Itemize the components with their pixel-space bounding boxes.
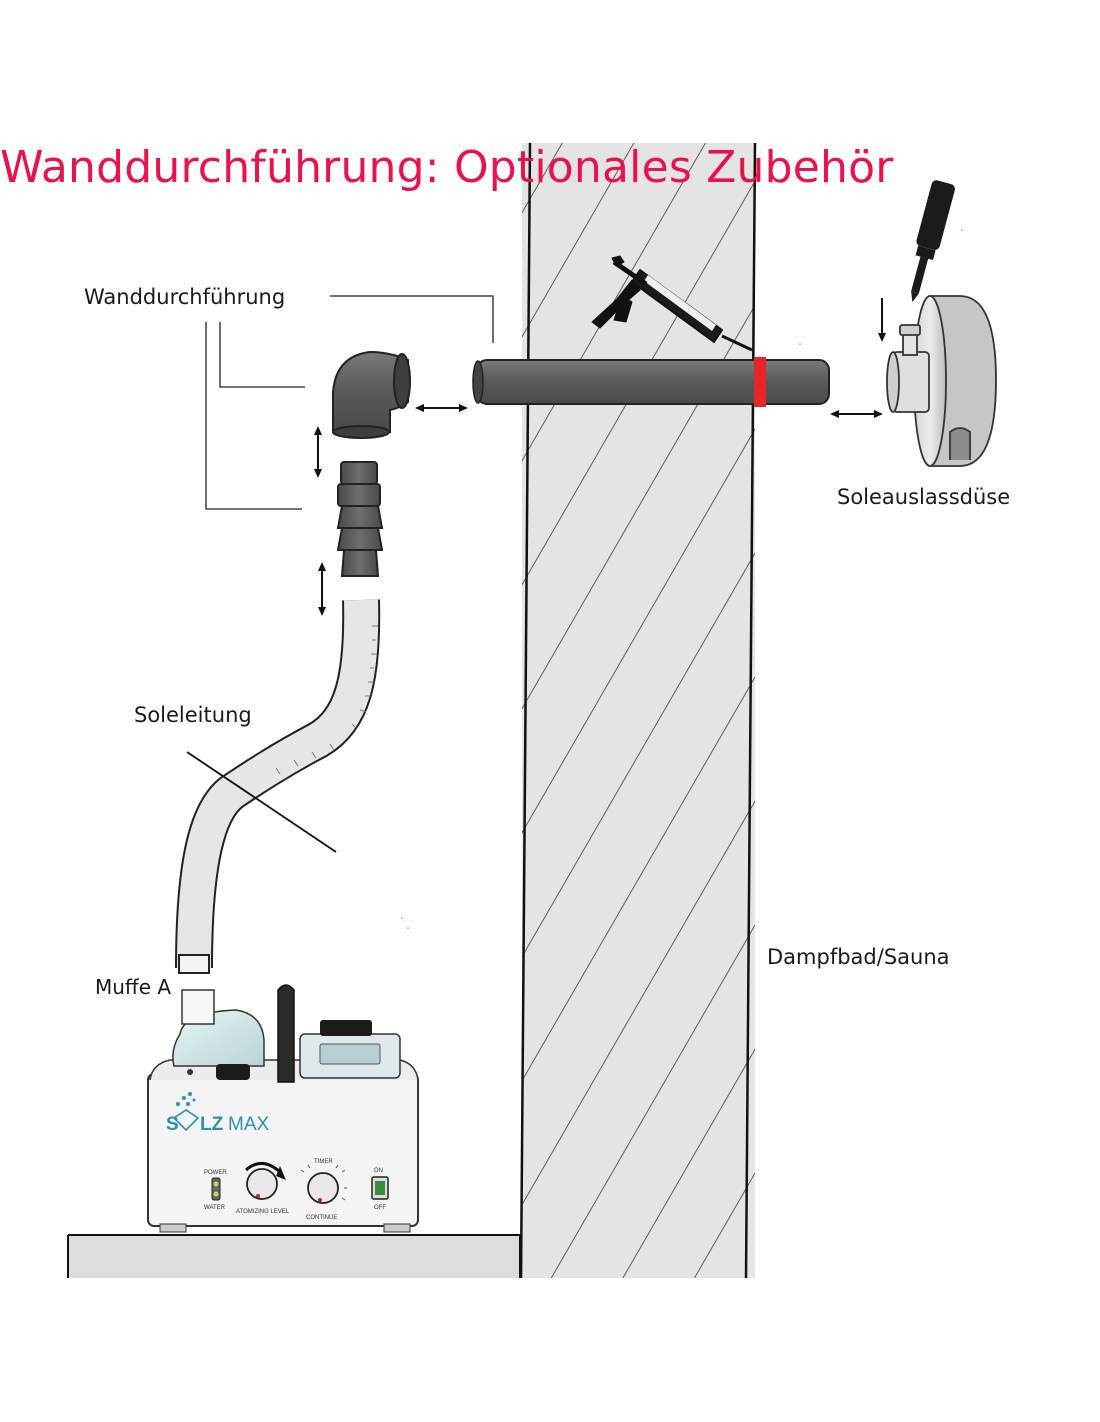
elbow-fitting xyxy=(332,350,411,439)
sleeve-a xyxy=(178,954,210,974)
label-wall-passthrough: Wanddurchführung xyxy=(84,285,286,309)
solzmax-device: S LZ MAX POWER WATER ATOMIZING LEVEL TIM… xyxy=(147,984,419,1233)
label-nozzle: Soleauslassdüse xyxy=(837,485,1011,509)
label-brine-line: Soleleitung xyxy=(134,703,252,727)
connection-arrows xyxy=(314,404,883,616)
hose-ticks xyxy=(275,625,378,775)
water-led-icon xyxy=(213,1191,219,1197)
power-led-icon xyxy=(213,1181,219,1187)
water-label: WATER xyxy=(204,1205,226,1211)
caulking-gun-icon xyxy=(591,255,753,352)
continue-label: CONTINUE xyxy=(306,1215,337,1221)
power-label: POWER xyxy=(204,1170,227,1176)
label-room: Dampfbad/Sauna xyxy=(767,945,950,969)
brand-logo-icon xyxy=(176,1092,196,1106)
brand-crystal-icon xyxy=(172,1109,200,1132)
screwdriver-icon xyxy=(911,180,955,303)
brand-prefix: S xyxy=(166,1114,179,1135)
atomizing-label: ATOMIZING LEVEL xyxy=(236,1209,290,1215)
wall-pipe xyxy=(472,357,830,407)
timer-knob-icon xyxy=(307,1172,339,1204)
hose-connector xyxy=(336,461,384,577)
brand-middle: LZ xyxy=(200,1114,224,1135)
on-label: ON xyxy=(374,1168,383,1174)
timer-label: TIMER xyxy=(314,1159,333,1165)
table xyxy=(67,1234,521,1278)
red-seal-ring xyxy=(754,357,766,407)
off-label: OFF xyxy=(374,1205,386,1211)
brand-suffix: MAX xyxy=(228,1114,270,1135)
wall xyxy=(519,142,757,1279)
leader-lines xyxy=(205,295,494,510)
label-sleeve-a: Muffe A xyxy=(95,975,172,999)
brine-outlet-nozzle xyxy=(886,295,997,467)
atomizing-knob-icon xyxy=(246,1168,278,1200)
brine-hose xyxy=(175,599,381,974)
page-title: Wanddurchführung: Optionales Zubehör xyxy=(0,142,894,193)
break-line xyxy=(186,751,337,853)
